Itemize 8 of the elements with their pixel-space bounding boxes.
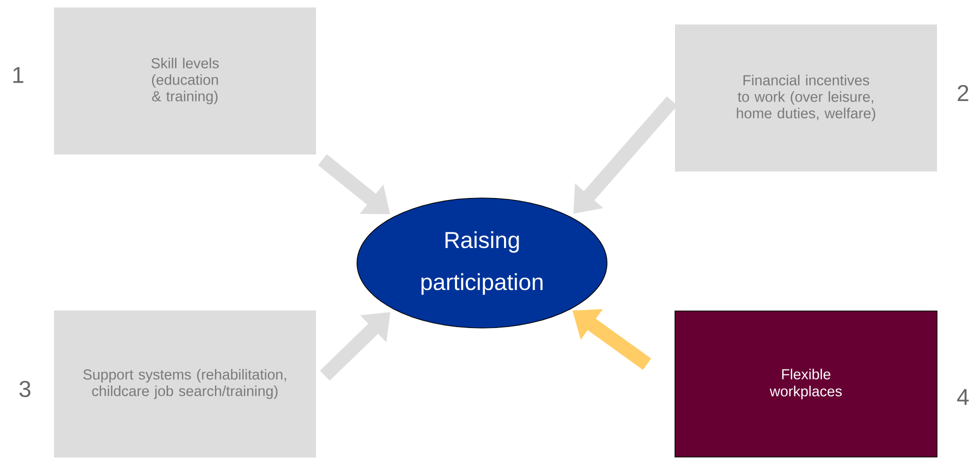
step-number: 1 xyxy=(13,67,24,83)
support-systems-box: Support systems (rehabilitation, childcare job search/training) xyxy=(54,310,316,458)
step-number: 3 xyxy=(19,380,30,398)
step-number: 2 xyxy=(958,84,968,102)
incentives-box: Financial incentives to work (over leisure, home duties, welfare) xyxy=(675,24,937,172)
flexible-workplaces-box: Flexible workplaces xyxy=(674,310,938,458)
step-number: 4 xyxy=(957,389,969,405)
skill-levels-box: Skill levels (education & training) xyxy=(54,8,316,154)
